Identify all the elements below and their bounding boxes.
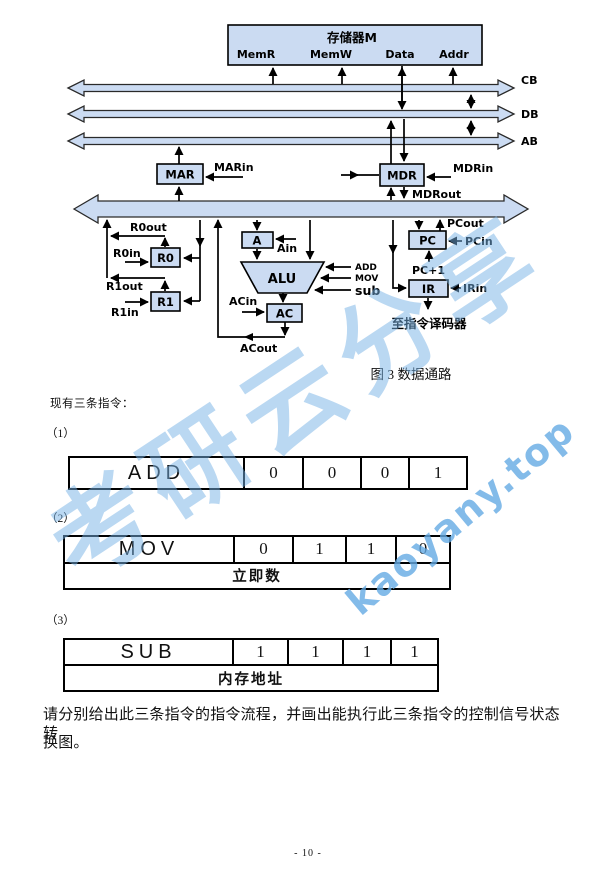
alu-unit: ALU	[239, 261, 326, 294]
opcode-cell: SUB	[65, 640, 234, 664]
bit-cell: 0	[235, 537, 294, 562]
bit-cell: 1	[344, 640, 392, 664]
ir-label: IR	[422, 282, 435, 296]
item-1-number: （1）	[46, 428, 75, 440]
page-number: - 10 -	[294, 848, 322, 859]
address-bus	[66, 131, 516, 151]
bit-cell: 0	[304, 458, 362, 488]
instruction-table-sub: SUB 1 1 1 1 内存地址	[63, 638, 439, 692]
bit-cell: 1	[234, 640, 289, 664]
cb-label: CB	[521, 74, 537, 87]
r0-register: R0	[150, 247, 181, 268]
sub-signal: sub	[355, 283, 380, 298]
r1in-signal: R1in	[111, 306, 139, 319]
pc-register: PC	[408, 230, 447, 250]
ain-signal: Ain	[277, 242, 297, 255]
table-row: MOV 0 1 1 0	[65, 537, 449, 562]
mov-signal: MOV	[355, 274, 378, 284]
instruction-table-mov: MOV 0 1 1 0 立即数	[63, 535, 451, 590]
mar-register: MAR	[156, 163, 204, 185]
r1-label: R1	[157, 295, 174, 309]
internal-bus	[72, 193, 530, 225]
bit-cell: 0	[362, 458, 410, 488]
data-bus	[66, 104, 516, 124]
operand-cell: 内存地址	[218, 671, 284, 688]
ir-register: IR	[408, 279, 449, 298]
memory-block: 存储器M MemR MemW Data Addr	[227, 24, 483, 66]
question-line-2: 换图。	[43, 735, 89, 751]
r0-label: R0	[157, 251, 174, 265]
operand-cell: 立即数	[232, 569, 282, 586]
ab-label: AB	[521, 135, 538, 148]
opcode-cell: ADD	[70, 458, 245, 488]
control-signal-labels: MARin MDRin MDRout R0out R0in R1out R1in…	[106, 161, 493, 355]
addr-port-label: Addr	[439, 48, 469, 61]
data-port-label: Data	[385, 48, 414, 61]
irin-signal: IRin	[463, 282, 487, 295]
system-buses: CB DB AB	[66, 74, 539, 151]
bit-cell: 0	[418, 539, 428, 559]
acout-signal: ACout	[240, 342, 277, 355]
mdr-register: MDR	[379, 163, 425, 187]
alu-label: ALU	[268, 272, 296, 287]
mdrout-signal: MDRout	[412, 188, 461, 201]
figure-caption: 图 3 数据通路	[371, 367, 452, 382]
table-row: SUB 1 1 1 1	[65, 640, 437, 664]
a-register: A	[241, 231, 274, 249]
memw-port-label: MemW	[310, 48, 352, 61]
bit-cell: 1	[289, 640, 344, 664]
db-label: DB	[521, 108, 539, 121]
diagram-wires	[102, 66, 476, 341]
acin-signal: ACin	[229, 295, 257, 308]
add-signal: ADD	[355, 263, 377, 273]
control-bus	[66, 78, 516, 98]
mdrin-signal: MDRin	[453, 162, 493, 175]
mdr-label: MDR	[387, 169, 417, 183]
marin-signal: MARin	[214, 161, 254, 174]
intro-text: 现有三条指令：	[50, 398, 134, 410]
r0in-signal: R0in	[113, 247, 141, 260]
memr-port-label: MemR	[237, 48, 276, 61]
memory-title: 存储器M	[326, 30, 377, 45]
a-label: A	[253, 234, 262, 248]
question-line-1: 请分别给出此三条指令的指令流程，并画出能执行此三条指令的控制信号状态转	[43, 707, 560, 742]
pc-label: PC	[419, 234, 436, 248]
pc-plus-1-signal: PC+1	[412, 264, 445, 277]
ac-label: AC	[276, 307, 293, 321]
pcin-signal: PCin	[465, 235, 493, 248]
r1-register: R1	[150, 291, 181, 312]
bit-cell: 1	[433, 463, 443, 482]
datapath-figure: 存储器M MemR MemW Data Addr CB DB AB	[66, 24, 539, 382]
r0out-signal: R0out	[130, 221, 167, 234]
item-2-number: （2）	[46, 513, 75, 525]
bit-cell: 1	[347, 537, 397, 562]
bit-cell: 0	[245, 458, 304, 488]
decoder-note: 至指令译码器	[391, 316, 467, 331]
ac-register: AC	[266, 303, 303, 323]
r1out-signal: R1out	[106, 280, 143, 293]
table-row: ADD 0 0 0 1	[70, 458, 466, 488]
mar-label: MAR	[165, 168, 194, 182]
table-row: 立即数	[65, 561, 449, 589]
item-3-number: （3）	[46, 615, 75, 627]
opcode-cell: MOV	[65, 537, 235, 562]
instruction-table-add: ADD 0 0 0 1	[68, 456, 468, 490]
pcout-signal: PCout	[447, 217, 484, 230]
table-row: 内存地址	[65, 664, 437, 690]
bit-cell: 1	[294, 537, 347, 562]
bit-cell: 1	[410, 642, 419, 661]
